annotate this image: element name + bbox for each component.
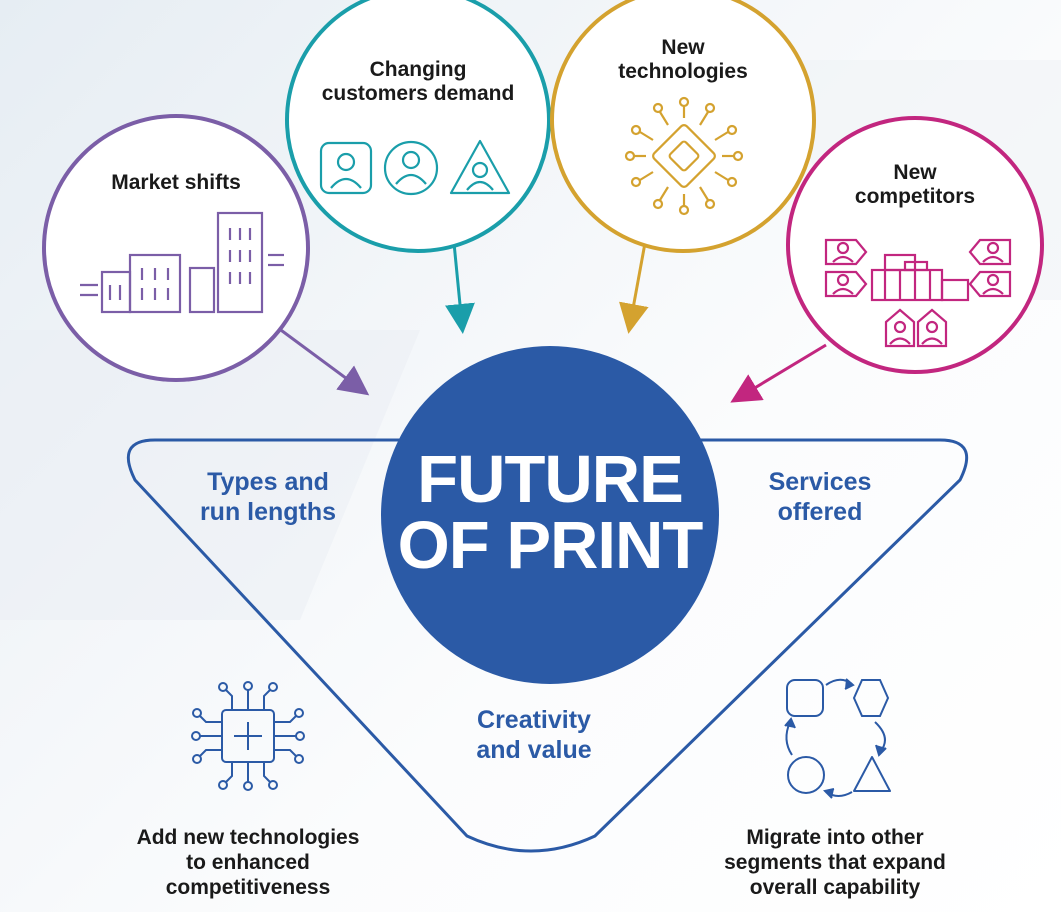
future-of-print-title: FUTURE OF PRINT xyxy=(381,442,719,583)
arrow-market-shifts xyxy=(269,320,370,396)
title-line1: FUTURE xyxy=(417,442,684,517)
add-tech-line3: competitiveness xyxy=(165,875,331,899)
creativity-line2: and value xyxy=(476,736,592,764)
customers-demand-line2: customers demand xyxy=(321,81,515,105)
creativity-value-label: Creativity and value xyxy=(444,705,624,765)
arrow-customers-demand xyxy=(445,242,475,334)
add-tech-line2: to enhanced xyxy=(186,850,310,874)
add-new-technologies-label: Add new technologies to enhanced competi… xyxy=(98,826,398,900)
city-buildings-icon xyxy=(80,211,284,314)
new-technologies-line2: technologies xyxy=(618,59,748,83)
future-of-print-circle xyxy=(381,346,719,684)
new-competitors-line2: competitors xyxy=(854,184,976,208)
customers-demand-circle xyxy=(285,0,551,253)
microchip-icon xyxy=(624,96,744,216)
types-line2: run lengths xyxy=(199,498,337,526)
title-line2: OF PRINT xyxy=(397,507,704,583)
migrate-line2: segments that expand xyxy=(724,850,946,874)
types-line1: Types and xyxy=(207,468,329,496)
migrate-segments-label: Migrate into other segments that expand … xyxy=(685,826,985,900)
new-competitors-line1: New xyxy=(893,161,937,184)
segment-cycle-icon xyxy=(784,678,891,799)
types-run-lengths-label: Types and run lengths xyxy=(178,467,358,527)
customers-demand-line1: Changing xyxy=(369,58,467,81)
tech-add-chip-icon xyxy=(191,681,305,791)
market-shifts-label: Market shifts xyxy=(76,171,276,195)
creativity-line1: Creativity xyxy=(477,706,591,734)
arrow-new-technologies xyxy=(619,242,649,334)
background-shape xyxy=(0,330,420,620)
competitors-icon xyxy=(824,238,1012,348)
customers-demand-label: Changing customers demand xyxy=(318,58,518,105)
new-competitors-circle xyxy=(786,116,1044,374)
market-shifts-circle xyxy=(42,114,310,382)
services-offered-label: Services offered xyxy=(730,467,910,527)
market-shifts-text: Market shifts xyxy=(111,171,241,194)
new-competitors-label: New competitors xyxy=(815,161,1015,208)
customers-icon xyxy=(319,139,511,196)
new-technologies-line1: New xyxy=(661,36,705,59)
services-line1: Services xyxy=(768,468,872,496)
triangle-outline xyxy=(126,438,969,853)
services-line2: offered xyxy=(777,498,863,526)
add-tech-line1: Add new technologies xyxy=(136,826,360,849)
arrow-new-competitors xyxy=(730,343,827,403)
new-technologies-label: New technologies xyxy=(583,36,783,83)
migrate-line3: overall capability xyxy=(749,875,921,899)
migrate-line1: Migrate into other xyxy=(746,826,924,849)
